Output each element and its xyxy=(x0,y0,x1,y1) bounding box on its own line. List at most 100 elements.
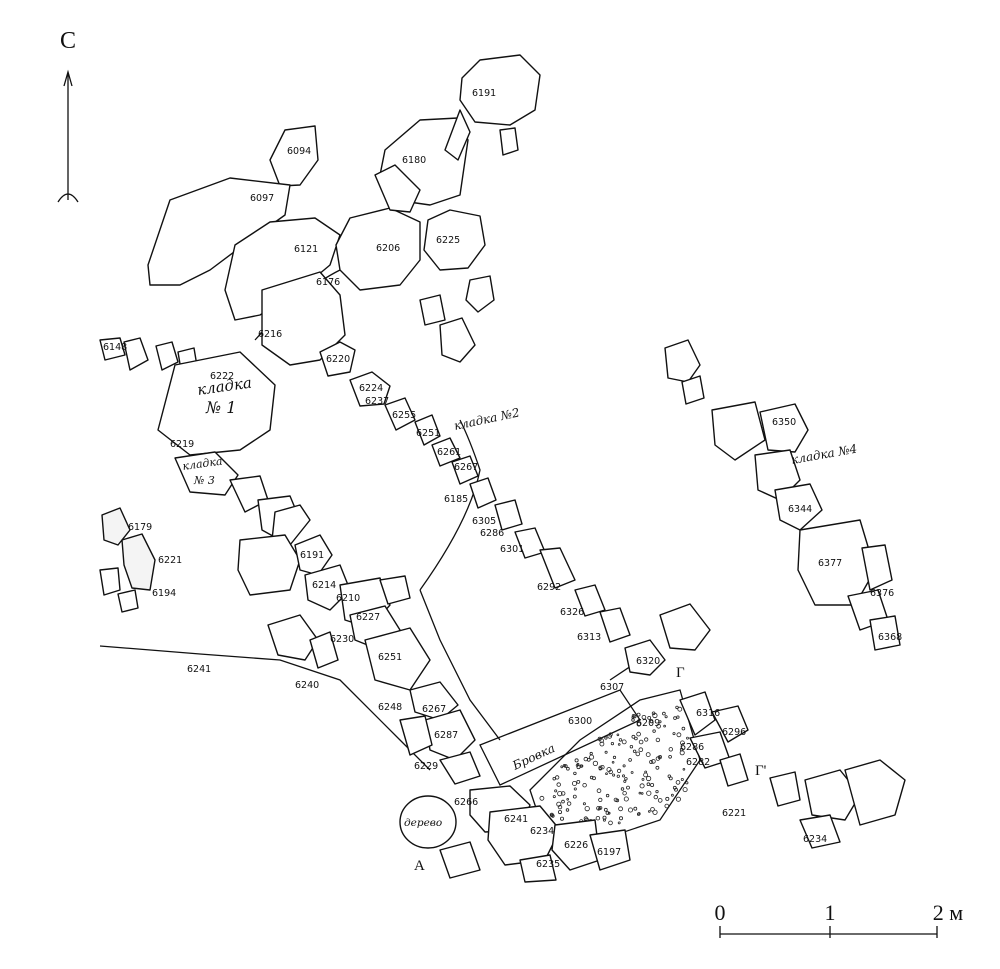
pebble-dot xyxy=(558,810,563,815)
pebble-dot xyxy=(560,816,565,821)
stone xyxy=(444,109,471,161)
stone-label: 6255 xyxy=(392,410,416,421)
pebble-dot xyxy=(552,777,556,781)
pebble-dot xyxy=(605,811,610,815)
pebble-dot xyxy=(617,821,621,825)
stone xyxy=(469,477,497,509)
stone xyxy=(465,275,495,313)
stone xyxy=(659,603,711,651)
stone-label: 6185 xyxy=(444,494,468,505)
pebble-dot xyxy=(561,799,565,804)
pebble-dot xyxy=(622,774,626,778)
pebble-dot xyxy=(644,770,648,774)
wall-line-1 xyxy=(419,419,481,591)
pebble-dot xyxy=(629,745,634,749)
stone xyxy=(237,534,301,596)
pebble-dot xyxy=(573,787,577,791)
tree-label: дерево xyxy=(404,817,442,829)
stone xyxy=(439,317,476,363)
stone-label: 6296 xyxy=(722,727,746,738)
pebble-dot xyxy=(645,752,651,757)
pebble-dot xyxy=(616,774,620,778)
pebble-dot xyxy=(638,747,644,752)
pebble-dot xyxy=(634,736,638,741)
pebble-dot xyxy=(655,789,659,794)
pebble-dot xyxy=(604,750,608,754)
pebble-dot xyxy=(555,775,560,780)
stone-label: 6094 xyxy=(287,146,311,157)
stone xyxy=(101,507,131,546)
pebble-dot xyxy=(631,718,635,722)
stone-label: 6197 xyxy=(597,847,621,858)
stone-label: 6225 xyxy=(436,235,460,246)
stone xyxy=(155,341,179,371)
pebble-dot xyxy=(612,755,617,760)
pebble-dot xyxy=(589,754,595,760)
pebble-dot xyxy=(643,772,648,778)
masonry-2-label: кладка №2 xyxy=(453,405,521,433)
stone-label: 6251 xyxy=(416,428,440,439)
pebble-dot xyxy=(618,738,623,742)
pebble-dot xyxy=(557,804,563,810)
pebble-dot xyxy=(598,806,603,810)
stone-label: 6209 xyxy=(636,718,660,729)
stone-label: 6240 xyxy=(295,680,319,691)
scale-label-1: 1 xyxy=(825,900,836,925)
pebble-dot xyxy=(572,781,578,787)
pebble-dot xyxy=(633,806,638,811)
stone-label: 6220 xyxy=(326,354,350,365)
stone xyxy=(319,341,356,377)
pebble-dot xyxy=(636,731,641,737)
stone xyxy=(519,854,557,883)
stone-label: 6216 xyxy=(258,329,282,340)
pebble-dot xyxy=(623,796,629,802)
pebble-dot xyxy=(617,743,621,746)
pebble-dot xyxy=(649,719,654,724)
stone-label: 6230 xyxy=(330,634,354,645)
pebble-dot xyxy=(653,794,658,800)
pebble-dot xyxy=(596,805,601,811)
pebble-dot xyxy=(551,814,555,818)
stone-label: 6179 xyxy=(128,522,152,533)
stone-label: 6305 xyxy=(472,516,496,527)
pebble-dot xyxy=(579,764,583,768)
stone-label: 6261 xyxy=(437,447,461,458)
stone-label: 6301 xyxy=(500,544,524,555)
pebble-dot xyxy=(605,793,610,798)
stone-label: 6226 xyxy=(564,840,588,851)
stone-label: 6121 xyxy=(294,244,318,255)
pebble-dot xyxy=(650,807,655,812)
stone xyxy=(99,337,126,361)
pebble-dot xyxy=(630,771,634,774)
pebble-dot xyxy=(682,767,686,771)
pebble-dot xyxy=(595,816,601,821)
pebble-dot xyxy=(656,723,661,729)
pebble-dot xyxy=(608,769,613,775)
stone-label: 6376 xyxy=(870,588,894,599)
pebble-dot xyxy=(640,792,644,795)
stone xyxy=(539,547,576,589)
pebble-area xyxy=(529,689,701,841)
pebble-dot xyxy=(636,712,641,717)
pebble-dot xyxy=(622,764,626,768)
stone-label: 6350 xyxy=(772,417,796,428)
stone-label: 6191 xyxy=(472,88,496,99)
stone-label: 6251 xyxy=(378,652,402,663)
pebble-dot xyxy=(561,791,566,796)
stone xyxy=(349,371,391,407)
pebble-dot xyxy=(556,782,561,787)
pebble-dot xyxy=(572,794,577,799)
stone-label: 6286 xyxy=(680,742,704,753)
pebble-dot xyxy=(662,711,666,716)
pebble-dot xyxy=(680,740,685,746)
pebble-dot xyxy=(583,756,588,762)
stone xyxy=(121,533,156,591)
stones-layer xyxy=(99,54,906,883)
pebble-dot xyxy=(619,816,624,821)
stone xyxy=(399,715,433,756)
pebble-dot xyxy=(676,715,680,719)
pebble-dot xyxy=(636,812,641,816)
stone-label: 6344 xyxy=(788,504,812,515)
pebble-dot xyxy=(611,760,615,764)
